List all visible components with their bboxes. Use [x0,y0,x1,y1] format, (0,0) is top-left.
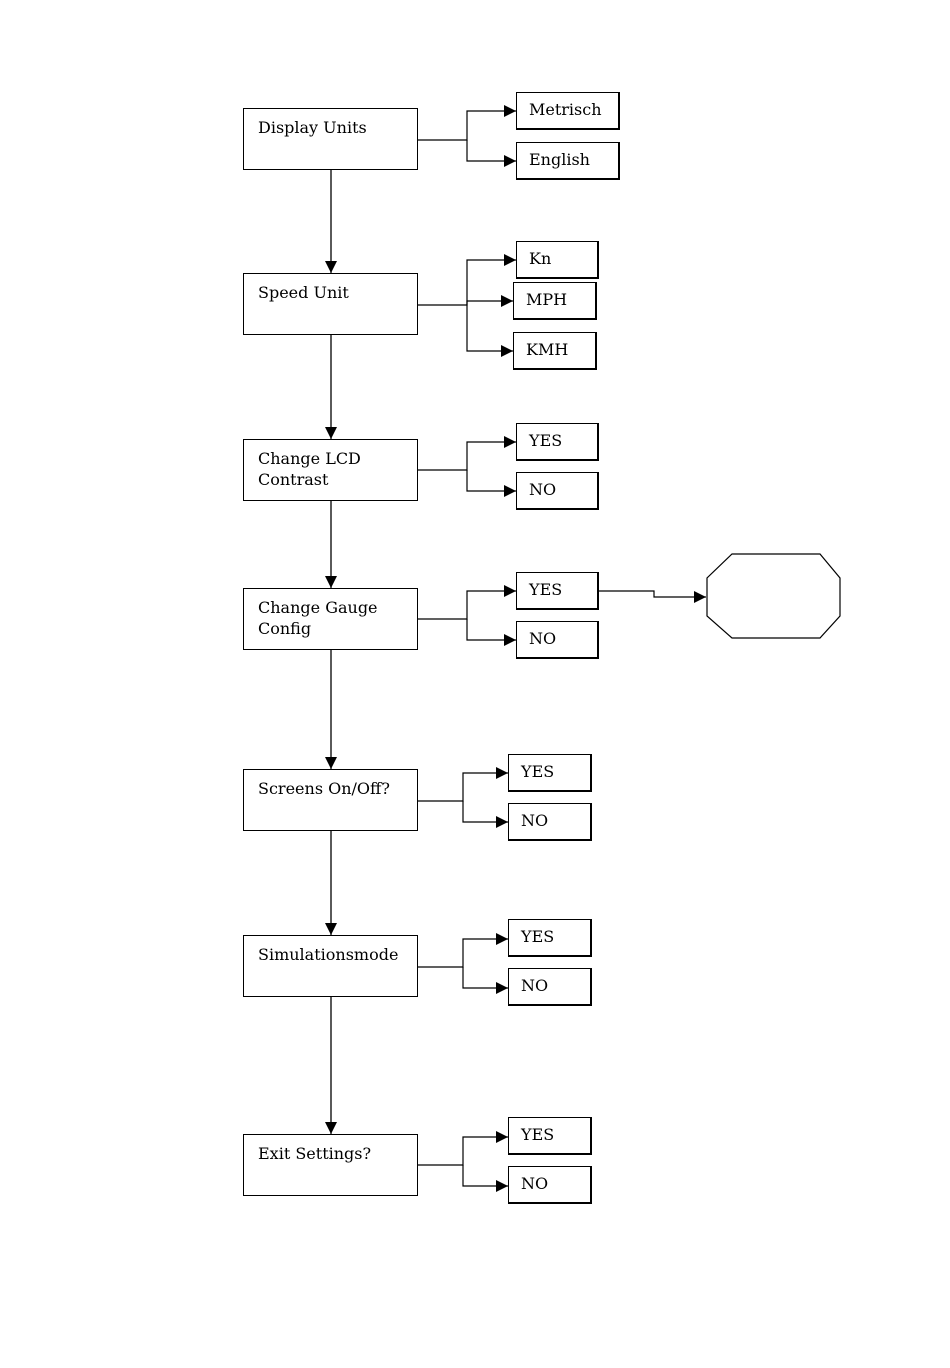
branch-display-units [418,111,516,161]
option-english: English [516,142,620,180]
step-screens-on-off: Screens On/Off? [243,769,418,831]
option-screens-no: NO [508,803,592,841]
step-change-gauge-config: Change Gauge Config [243,588,418,650]
branch-screens [418,773,508,822]
option-simulation-yes: YES [508,919,592,957]
option-mph: MPH [513,282,597,320]
branch-exit [418,1137,508,1186]
option-lcd-yes: YES [516,423,599,461]
branch-simulation [418,939,508,988]
option-exit-yes: YES [508,1117,592,1155]
option-metrisch: Metrisch [516,92,620,130]
option-exit-no: NO [508,1166,592,1204]
step-display-units: Display Units [243,108,418,170]
option-simulation-no: NO [508,968,592,1006]
option-lcd-no: NO [516,472,599,510]
branch-lcd-contrast [418,442,516,491]
offpage-connector-octagon [707,554,840,638]
branch-speed-unit [418,260,516,351]
option-gauge-no: NO [516,621,599,659]
step-change-lcd-contrast: Change LCD Contrast [243,439,418,501]
step-exit-settings: Exit Settings? [243,1134,418,1196]
step-speed-unit: Speed Unit [243,273,418,335]
option-gauge-yes: YES [516,572,599,610]
step-simulationsmode: Simulationsmode [243,935,418,997]
option-kn: Kn [516,241,599,279]
option-screens-yes: YES [508,754,592,792]
option-kmh: KMH [513,332,597,370]
